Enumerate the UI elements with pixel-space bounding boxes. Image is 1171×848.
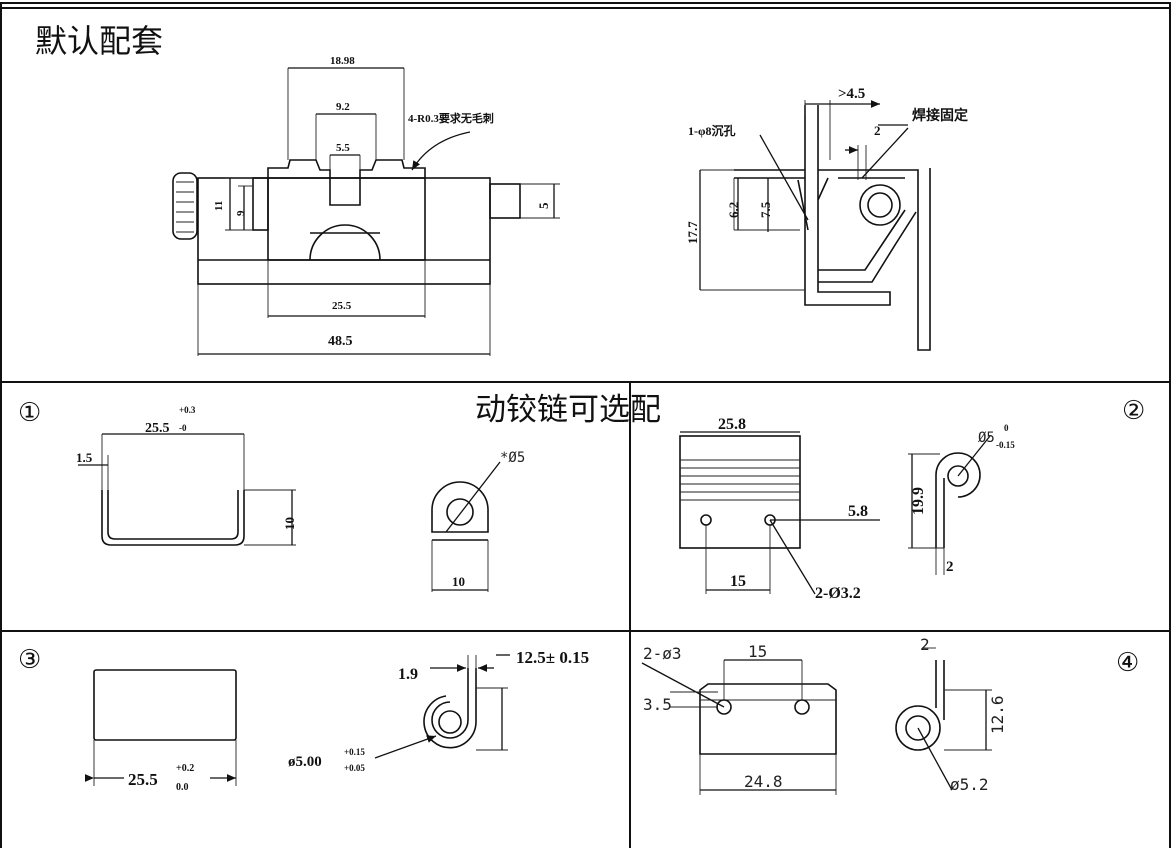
dim-5: 5	[536, 202, 551, 209]
opt2-dim-t: 2	[946, 559, 954, 575]
opt3-tol-dn: 0.0	[176, 782, 189, 793]
opt2-dim-pitch: 15	[730, 573, 746, 590]
opt2-dim-hole: Ø5	[978, 430, 995, 446]
opt3-dim-w: 25.5	[128, 770, 158, 789]
opt3-dim-t: 1.9	[398, 666, 418, 683]
option-1-index: ①	[18, 398, 41, 428]
opt3-dim-hole: ø5.00	[288, 754, 322, 770]
opt2-dim-w: 25.8	[718, 416, 746, 433]
dim-gt-4-5: >4.5	[838, 86, 865, 102]
opt3-hole-tol-up: +0.15	[344, 747, 365, 757]
option-4-index: ④	[1116, 648, 1139, 678]
front-view	[172, 67, 560, 356]
opt3-dim-len: 12.5± 0.15	[516, 648, 589, 667]
opt1-tol-up: +0.3	[179, 405, 196, 415]
opt3-tol-up: +0.2	[176, 763, 194, 774]
dim-25-5: 25.5	[332, 300, 352, 312]
opt4-dim-w: 24.8	[744, 772, 783, 791]
opt1-tol-dn: -0	[179, 423, 187, 433]
dim-7-5: 7.5	[758, 201, 773, 218]
option-4-drawing	[641, 647, 992, 795]
dim-5-5: 5.5	[336, 142, 350, 154]
opt1-dim-t: 1.5	[76, 450, 93, 465]
opt2-tol-up: 0	[1004, 423, 1009, 433]
weld-note: 焊接固定	[912, 107, 968, 124]
default-set-title: 默认配套	[35, 22, 163, 60]
opt4-dim-t: 2	[920, 635, 930, 654]
opt4-dim-edge: 3.5	[643, 695, 672, 714]
dim-11: 11	[213, 201, 225, 211]
side-view	[699, 100, 931, 351]
opt1-dim-h: 10	[282, 517, 297, 530]
option-1-drawing	[78, 433, 501, 592]
option-3-index: ③	[18, 645, 41, 675]
opt4-dim-pitch: 15	[748, 642, 767, 661]
opt2-dim-holes: 2-Ø3.2	[815, 585, 861, 602]
dim-6-2: 6.2	[726, 202, 741, 218]
opt3-hole-tol-dn: +0.05	[344, 763, 365, 773]
opt2-dim-5-8: 5.8	[848, 503, 868, 520]
dim-18-98: 18.98	[330, 55, 355, 67]
option-2-index: ②	[1122, 396, 1145, 426]
opt2-tol-dn: -0.15	[996, 440, 1015, 450]
opt4-dim-hole: ø5.2	[950, 775, 989, 794]
opt1-dim-hole: *Ø5	[500, 450, 525, 466]
note-deburr: 4-R0.3要求无毛刺	[408, 111, 494, 125]
dim-48-5: 48.5	[328, 334, 353, 349]
opt1-dim-w: 25.5	[145, 421, 170, 436]
hole-countersink-note: 1-φ8沉孔	[688, 123, 736, 138]
optional-hinges-title: 动铰链可选配	[475, 392, 661, 428]
opt1-dim-base: 10	[452, 574, 465, 589]
dim-9-2: 9.2	[336, 101, 350, 113]
opt4-dim-h: 12.6	[988, 695, 1007, 734]
option-3-drawing	[84, 654, 510, 786]
dim-side-2: 2	[874, 123, 881, 138]
dim-9: 9	[235, 210, 247, 216]
opt4-dim-holes: 2-ø3	[643, 644, 682, 663]
dim-17-7: 17.7	[685, 221, 700, 244]
option-2-drawing	[679, 431, 991, 595]
opt2-dim-h: 19.9	[910, 487, 927, 515]
